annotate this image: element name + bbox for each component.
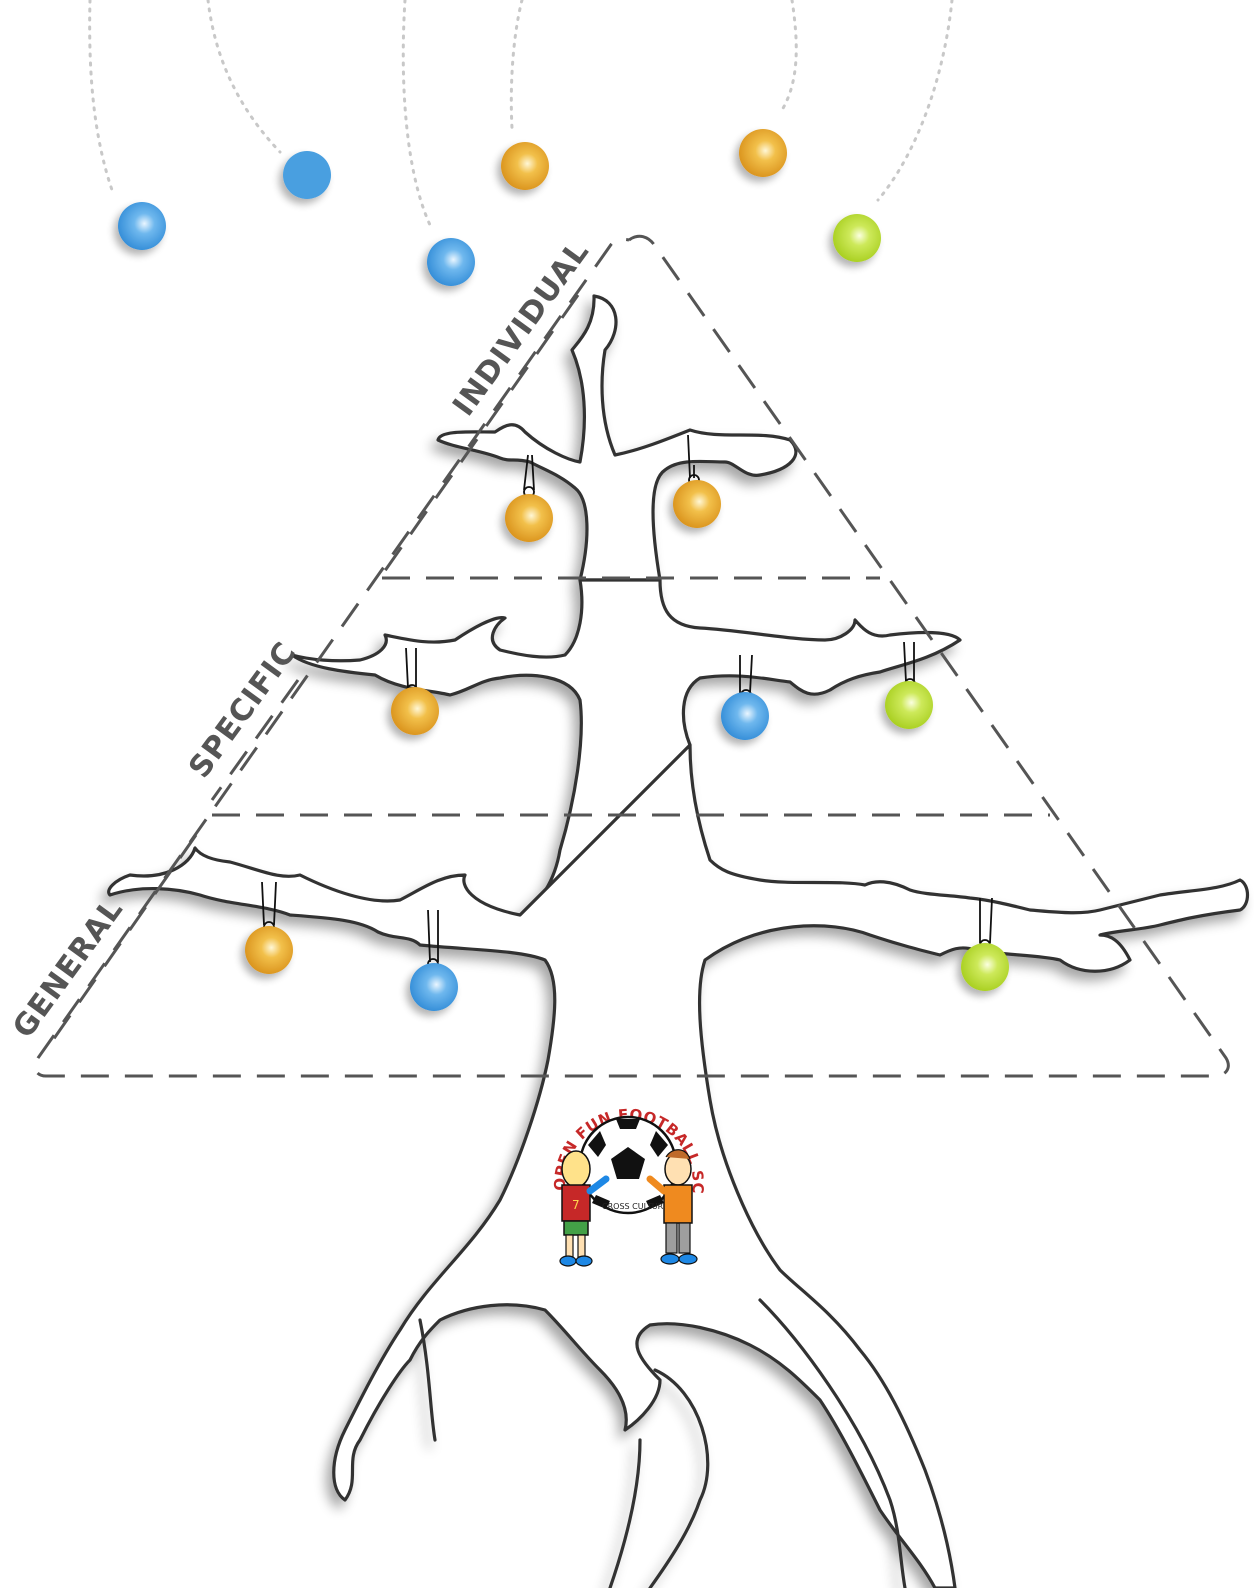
hanging-ball-general-2 [410, 909, 458, 1011]
loose-ball-blue-3 [427, 238, 475, 286]
level-inner-strips [44, 294, 580, 1051]
loose-ball-strings [88, 0, 954, 227]
hanging-ball-general-1 [245, 881, 293, 974]
string-6 [876, 0, 954, 202]
loose-balls [118, 129, 881, 286]
loose-ball-orange-2 [739, 129, 787, 177]
tree-root-left [418, 1318, 437, 1442]
hanging-ball-general-3 [961, 897, 1009, 991]
tree-root-right [758, 1298, 907, 1588]
hanging-ball-individual-2 [673, 434, 721, 528]
level-label-general: GENERAL [6, 892, 130, 1045]
tree-crown-middle [290, 578, 962, 917]
hanging-ball-specific-2 [721, 654, 769, 740]
boy-figure-icon [646, 1149, 698, 1265]
string-2 [206, 0, 282, 154]
hanging-ball-specific-3 [885, 641, 933, 729]
tree-crown-top [436, 294, 798, 582]
loose-ball-orange-1 [501, 142, 549, 190]
string-1 [88, 0, 114, 192]
tree-root-mid [648, 1368, 710, 1588]
logo-sub-text: CROSS CULTURES [602, 1202, 673, 1211]
tree-root-mid2 [608, 1438, 642, 1588]
level-strip-individual [380, 294, 580, 576]
girl-figure-icon: 7 [559, 1150, 610, 1267]
soccer-ball-icon [578, 1115, 678, 1215]
level-strip-specific [210, 679, 300, 801]
string-3 [401, 0, 432, 227]
string-4 [509, 0, 524, 130]
pyramid-levels [33, 234, 1230, 1078]
svg-text:7: 7 [572, 1198, 580, 1212]
loose-ball-blue-1 [118, 202, 166, 250]
pyramid-outline [33, 234, 1230, 1078]
string-5 [780, 0, 798, 112]
loose-ball-blue-2 [283, 151, 331, 199]
hanging-ball-individual-1 [505, 454, 553, 542]
level-label-specific: SPECIFIC [182, 636, 304, 785]
hanging-ball-specific-1 [391, 647, 439, 735]
loose-ball-green-1 [833, 214, 881, 262]
hanging-balls [245, 434, 1009, 1011]
